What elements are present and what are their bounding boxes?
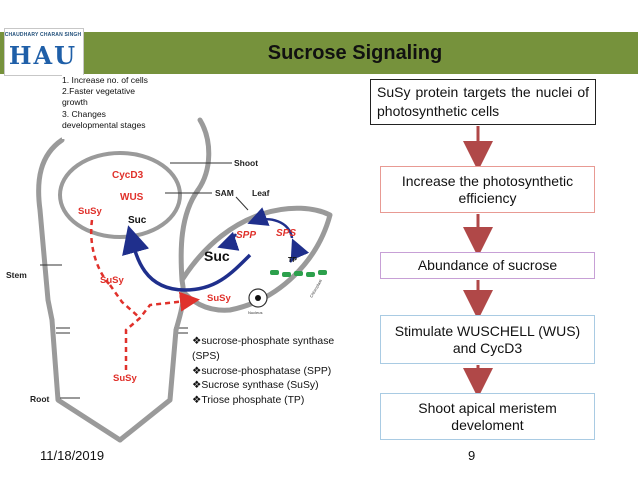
label-nucleus: Nucleus <box>248 310 262 315</box>
effects-item: 1. Increase no. of cells <box>62 75 148 85</box>
flow-step-susy-targets-nuclei: SuSy protein targets the nuclei of photo… <box>370 79 596 125</box>
effects-list: 1. Increase no. of cells 2.Faster vegeta… <box>62 75 188 139</box>
label-root: Root <box>30 394 50 404</box>
legend-item: ❖sucrose-phosphatase (SPP) <box>192 365 332 377</box>
susy-sam-path <box>89 219 111 286</box>
abbreviation-legend: ❖sucrose-phosphate synthase (SPS) ❖sucro… <box>192 335 334 409</box>
legend-item: (SPS) <box>192 350 220 362</box>
title-bar <box>0 32 638 74</box>
logo-caption: CHAUDHARY CHARAN SINGH <box>4 32 82 38</box>
legend-item: ❖sucrose-phosphate synthase <box>192 336 335 347</box>
label-cycd3: CycD3 <box>112 170 144 181</box>
flow-step-sam-development: Shoot apical meristem develoment <box>380 393 595 440</box>
effects-item: developmental stages <box>62 119 146 130</box>
legend-item: ❖Sucrose synthase (SuSy) <box>192 380 319 392</box>
spp-to-suc <box>217 231 240 251</box>
label-susy-root: SuSy <box>113 373 137 384</box>
sam-dome <box>58 151 182 239</box>
sucrose-transport-path <box>122 225 252 292</box>
label-wus: WUS <box>120 192 144 203</box>
effects-item: growth <box>62 97 88 108</box>
label-susy-sam: SuSy <box>78 206 102 217</box>
label-sps: SPS <box>276 228 296 239</box>
label-susy-stem: SuSy <box>100 275 124 286</box>
label-tp: TP <box>288 257 297 264</box>
susy-stem-path <box>108 284 141 319</box>
label-spp: SPP <box>236 230 256 241</box>
chloroplasts <box>270 270 327 277</box>
sps-spp-cycle <box>247 207 294 239</box>
slide-date: 11/18/2019 <box>40 448 105 463</box>
label-shoot: Shoot <box>234 158 258 168</box>
effects-item: 2.Faster vegetative <box>62 86 136 97</box>
university-logo <box>4 28 84 76</box>
label-suc-sam: Suc <box>128 215 147 226</box>
label-stem: Stem <box>6 270 27 280</box>
tp-to-sps <box>289 238 310 263</box>
slide-number: 9 <box>468 448 476 463</box>
flow-step-photosynthetic-efficiency: Increase the photosynthetic efficiency <box>380 166 595 213</box>
label-sam: SAM <box>215 188 234 198</box>
label-leaf: Leaf <box>252 188 270 198</box>
legend-item: ❖Triose phosphate (TP) <box>192 395 305 407</box>
susy-root-path <box>124 291 200 370</box>
label-chloroplast: Chloroplast <box>309 278 324 299</box>
label-suc-leaf: Suc <box>204 248 230 264</box>
label-susy-leaf: SuSy <box>207 293 231 304</box>
flow-step-sucrose-abundance: Abundance of sucrose <box>380 252 595 279</box>
logo-mark: HAU <box>8 41 78 70</box>
slide-title: Sucrose Signaling <box>267 42 443 64</box>
flow-step-stimulate-wus: Stimulate WUSCHELL (WUS) and CycD3 <box>380 315 595 364</box>
effects-item: 3. Changes <box>62 108 106 119</box>
